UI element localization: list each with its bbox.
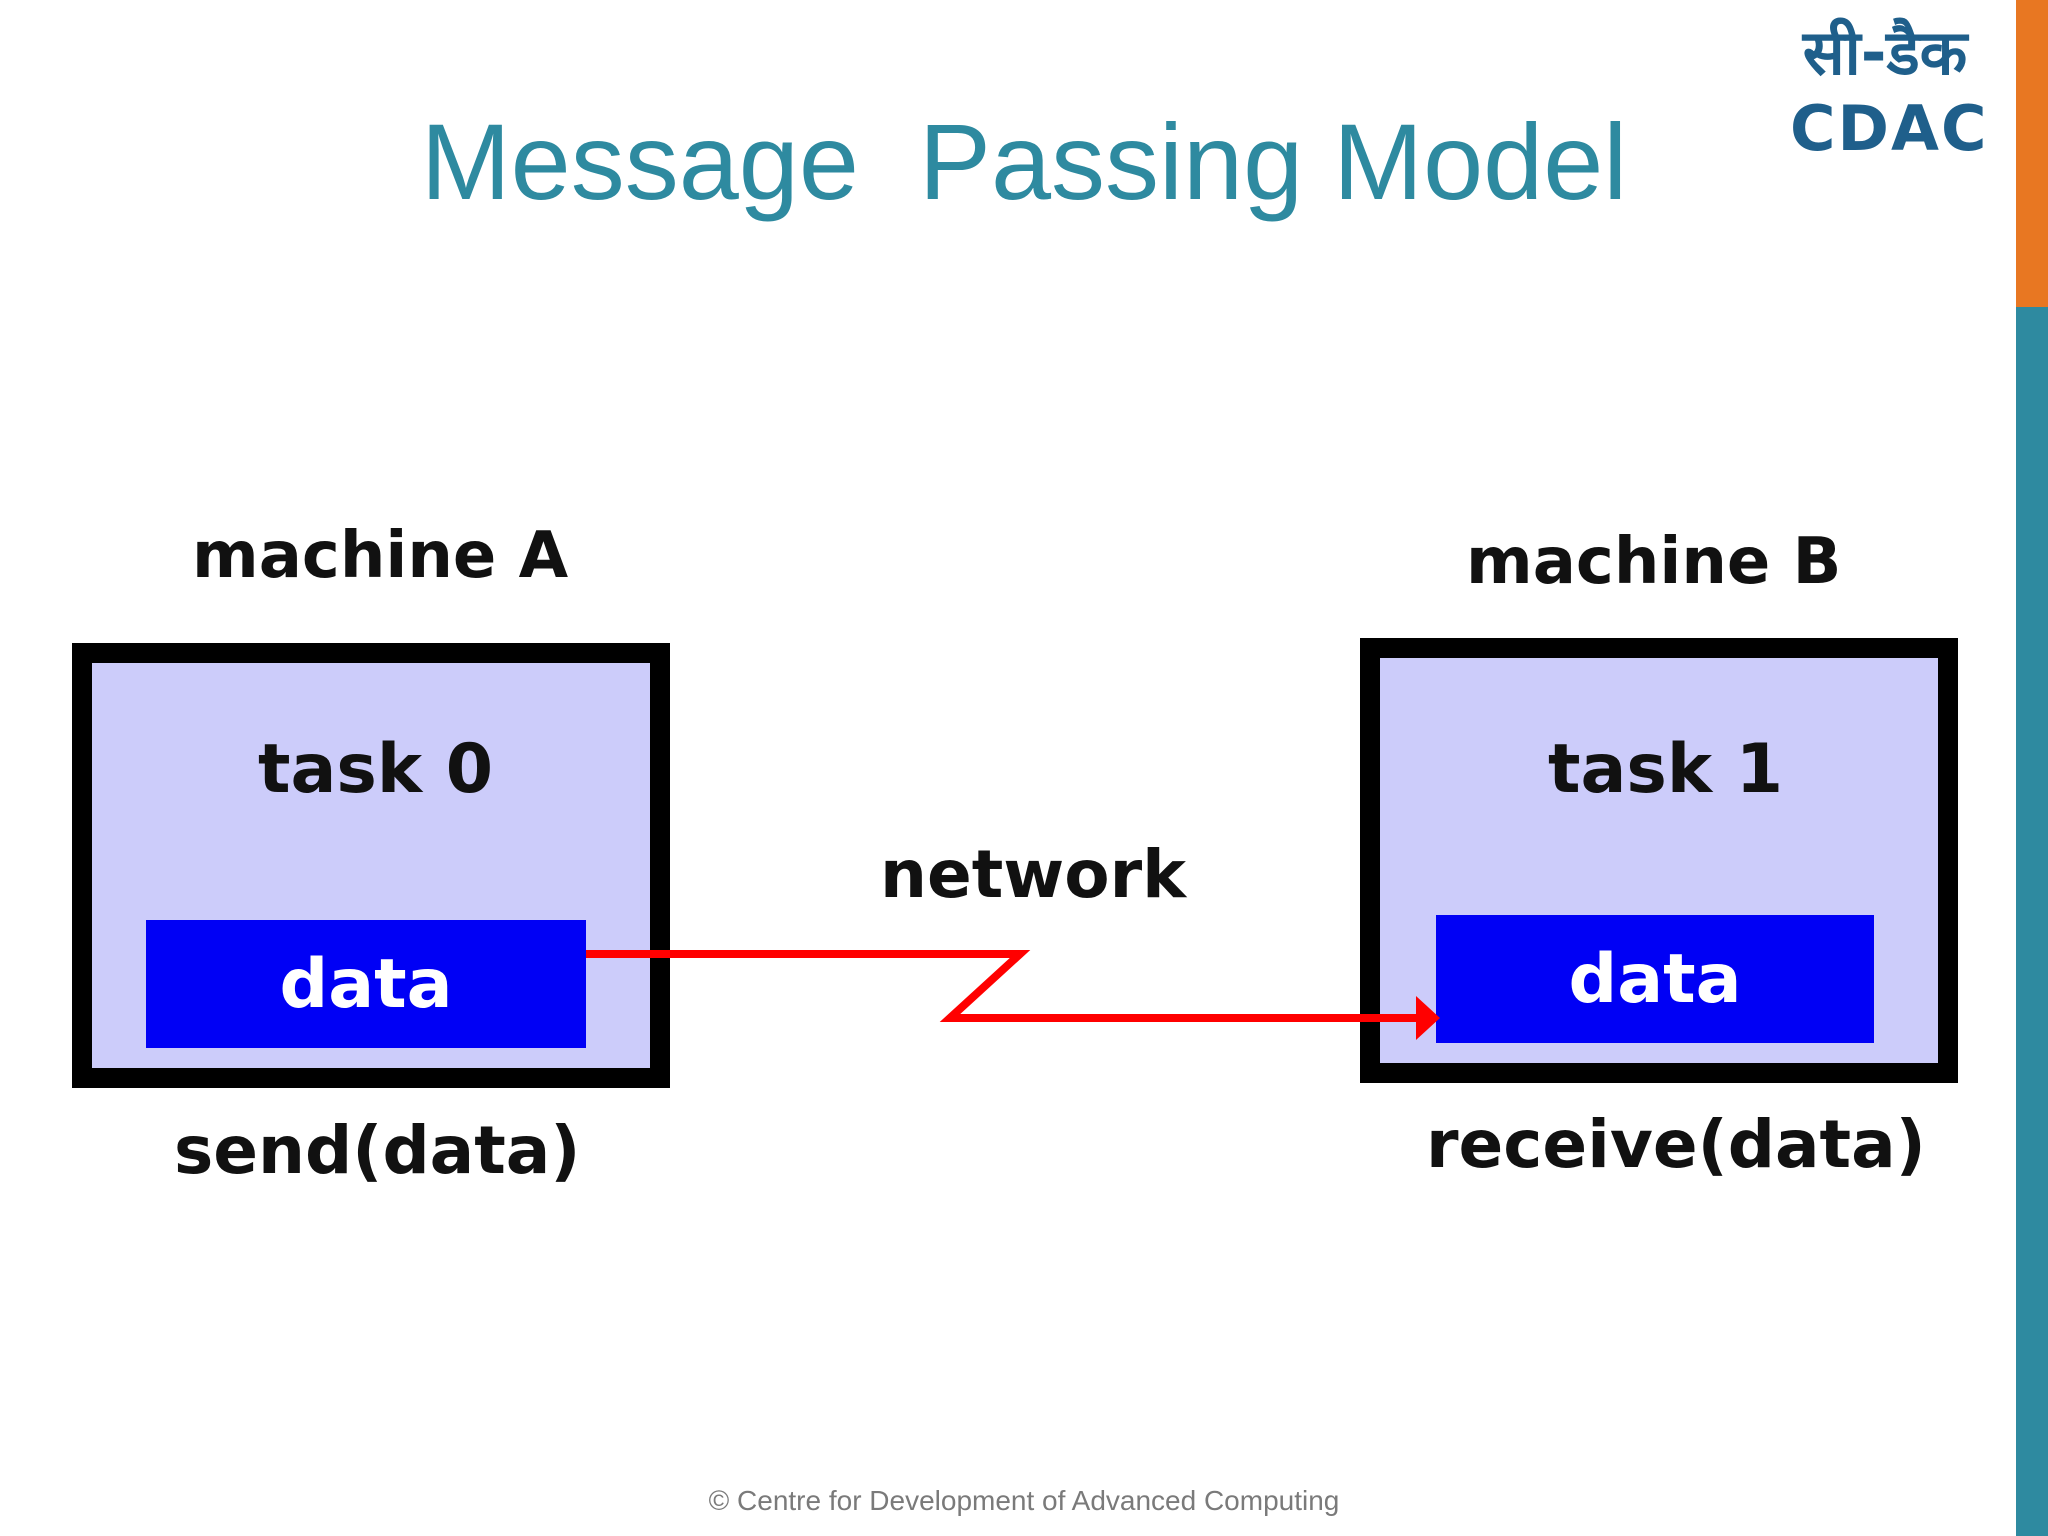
- machine-a-label: machine A: [192, 519, 569, 593]
- side-accent-bar: [2016, 0, 2048, 1536]
- task-1-label: task 1: [1548, 730, 1784, 809]
- send-operation-label: send(data): [174, 1112, 581, 1189]
- network-zigzag-line: [586, 950, 1422, 1022]
- slide-title: Message Passing Model: [420, 101, 1628, 222]
- network-label: network: [880, 836, 1187, 913]
- receive-operation-label: receive(data): [1426, 1106, 1926, 1183]
- machine-b-label: machine B: [1466, 525, 1842, 599]
- footer-copyright: © Centre for Development of Advanced Com…: [708, 1485, 1340, 1516]
- network-arrowhead: [1416, 996, 1440, 1040]
- logo-latin-text: CDAC: [1790, 92, 1989, 165]
- machine-b-data-block: data: [1436, 915, 1874, 1043]
- side-accent-orange: [2016, 0, 2048, 307]
- task-0-label: task 0: [258, 730, 494, 809]
- cdac-logo: सी-डैक CDAC: [1790, 16, 1989, 165]
- side-accent-teal: [2016, 307, 2048, 1536]
- logo-devanagari-text: सी-डैक: [1802, 16, 1968, 89]
- machine-a-data-block: data: [146, 920, 586, 1048]
